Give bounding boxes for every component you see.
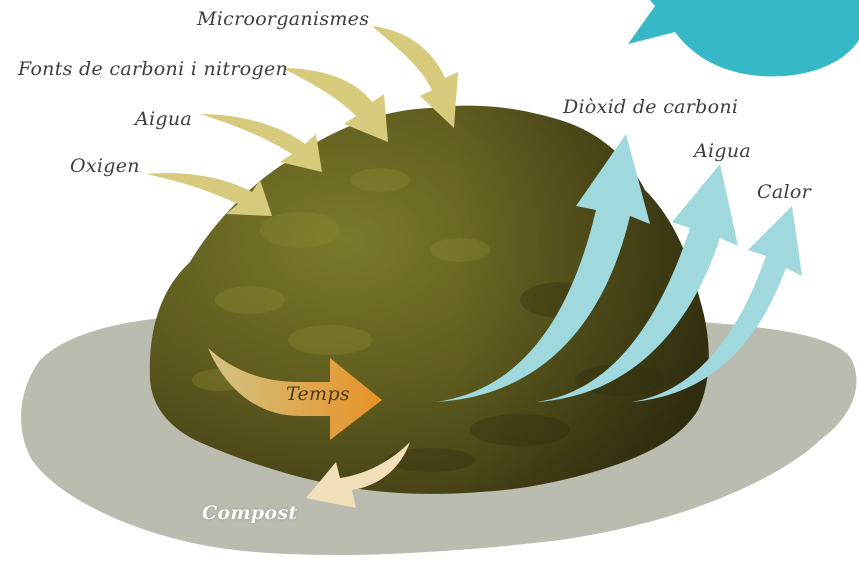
- label-water-in: Aigua: [135, 108, 192, 130]
- label-microorganisms: Microorganismes: [197, 8, 369, 30]
- label-heat: Calor: [757, 181, 811, 203]
- label-co2: Diòxid de carboni: [563, 96, 738, 118]
- label-time: Temps: [286, 383, 350, 405]
- label-carbon-nitrogen: Fonts de carboni i nitrogen: [18, 58, 288, 80]
- arrow-oxygen: [146, 173, 272, 216]
- label-water-out: Aigua: [694, 140, 751, 162]
- label-oxygen: Oxigen: [70, 155, 140, 177]
- arrow-water-in: [200, 114, 322, 172]
- label-compost: Compost: [202, 502, 297, 524]
- sun-shape: [628, 0, 859, 76]
- arrow-carbon-nitrogen: [282, 68, 388, 142]
